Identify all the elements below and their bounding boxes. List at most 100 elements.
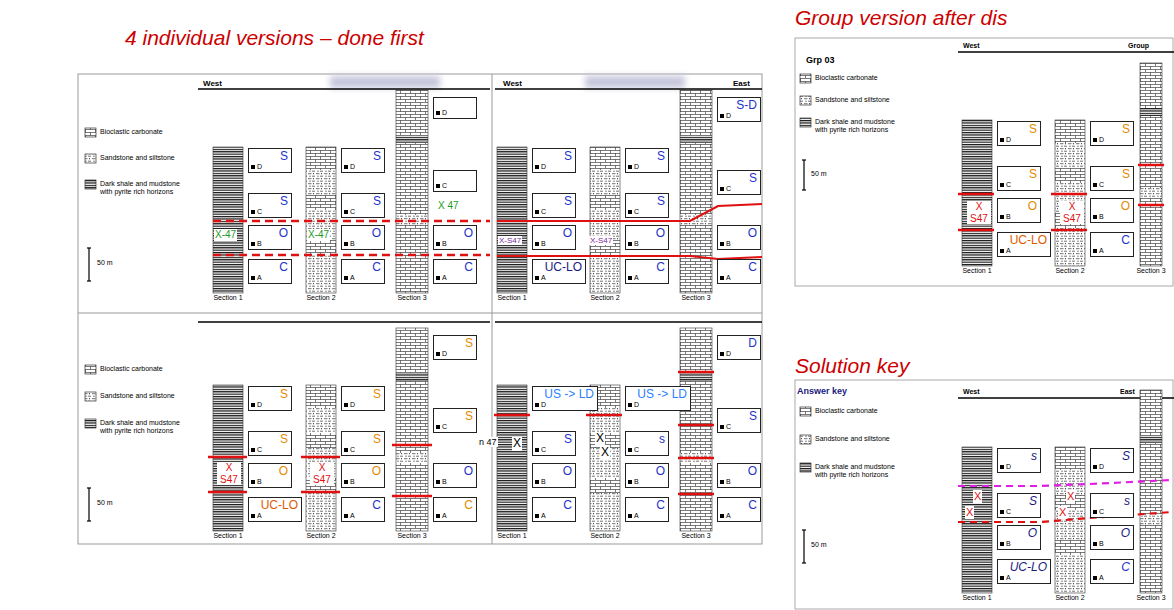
layer-box: SC (341, 193, 385, 218)
annotation-label: Section 3 (397, 532, 426, 540)
annotation-label: East (733, 79, 750, 88)
annotation-label: Group (1128, 42, 1149, 50)
sample-square (1093, 249, 1097, 253)
annotation-label: X-S47 (498, 236, 522, 245)
mixed-column-band (590, 147, 620, 170)
sample-square (628, 210, 632, 214)
layer-box: CA (1090, 232, 1134, 257)
mixed-column-band (1055, 555, 1085, 593)
sample-square (251, 165, 255, 169)
layer-box: SD (1090, 448, 1134, 473)
layer-box: SD (341, 386, 385, 411)
sample-square (535, 514, 539, 518)
layer-box: SD (248, 386, 292, 411)
correlation-line (494, 414, 530, 417)
layer-marker-row: D (251, 401, 262, 409)
sample-square (436, 242, 440, 246)
legend-text: Dark shale and mudstone with pyrite rich… (815, 463, 907, 479)
layer-box: OB (717, 225, 761, 250)
legend-text: Dark shale and mudstone with pyrite rich… (100, 180, 192, 196)
layer-letter: A (350, 512, 355, 520)
interpretation-note: C (464, 261, 473, 274)
annotation-label: Answer key (797, 386, 847, 396)
layer-letter: C (257, 446, 262, 454)
sample-square (628, 514, 632, 518)
scale-bar (803, 530, 804, 563)
layer-marker-row: A (1093, 247, 1104, 255)
carbonate-column (396, 328, 428, 531)
interpretation-note: O (1028, 527, 1037, 540)
interpretation-note: S (280, 388, 288, 401)
sample-square (628, 480, 632, 484)
layer-letter: A (442, 274, 447, 282)
layer-marker-row: A (251, 274, 262, 282)
sample-square (436, 184, 440, 188)
layer-letter: D (726, 112, 731, 120)
layer-marker-row: D (436, 350, 447, 358)
layer-marker-row: A (1093, 574, 1104, 582)
panel-separator (78, 313, 762, 314)
interpretation-note: C (1121, 561, 1130, 574)
carbonate-column-band (680, 373, 712, 381)
layer-box: CA (717, 497, 761, 522)
layer-letter: C (1099, 508, 1104, 516)
legend-text: Sandstone and siltstone (815, 96, 907, 104)
layer-letter: C (726, 423, 731, 431)
mixed-column-band (1055, 228, 1085, 266)
annotation-label: West (203, 79, 222, 88)
layer-letter: D (541, 401, 546, 409)
layer-box: sC (1090, 493, 1134, 518)
interpretation-note: S (373, 195, 381, 208)
layer-marker-row: C (1093, 508, 1104, 516)
legend-swatch (800, 118, 811, 127)
layer-letter: D (634, 401, 639, 409)
legend-swatch (800, 463, 811, 472)
layer-letter: B (541, 478, 546, 486)
legend-swatch (85, 365, 96, 374)
layer-letter: B (1006, 213, 1011, 221)
layer-box: OB (997, 198, 1041, 223)
header-line (495, 321, 762, 323)
interpretation-note: S (657, 195, 665, 208)
interpretation-note: C (656, 261, 665, 274)
carbonate-column-band (1140, 188, 1162, 198)
layer-box: OB (717, 463, 761, 488)
correlation-line (392, 444, 432, 447)
layer-marker-row: C (344, 208, 355, 216)
interpretation-note: UC-LO (1010, 234, 1047, 247)
correlation-line (301, 491, 340, 494)
interpretation-note: O (656, 227, 665, 240)
layer-box: OB (433, 463, 477, 488)
layer-marker-row: C (720, 185, 731, 193)
annotation-label: Section 1 (213, 294, 242, 302)
mixed-column-band (590, 493, 620, 531)
carbonate-column-band (1140, 435, 1162, 443)
sample-square (628, 448, 632, 452)
scale-tick (802, 562, 806, 563)
annotation-label: Section 3 (681, 532, 710, 540)
header-line (198, 321, 490, 323)
carbonate-column (680, 328, 712, 531)
legend-swatch (800, 435, 811, 444)
layer-marker-row: D (535, 163, 546, 171)
layer-letter: C (350, 208, 355, 216)
annotation-label: 50 m (97, 499, 113, 507)
interpretation-note: S (564, 150, 572, 163)
annotation-label: X (595, 432, 605, 446)
sample-square (344, 242, 348, 246)
interpretation-note: O (279, 465, 288, 478)
annotation-label: Section 2 (590, 532, 619, 540)
carbonate-column (680, 90, 712, 293)
layer-marker-row: A (251, 512, 262, 520)
sample-square (251, 480, 255, 484)
sample-square (720, 114, 724, 118)
layer-marker-row: A (1000, 574, 1011, 582)
layer-marker-row: D (720, 112, 731, 120)
layer-marker-row: C (436, 423, 447, 431)
interpretation-note: C (372, 261, 381, 274)
correlation-line (958, 480, 1172, 486)
column-outline (396, 328, 428, 531)
correlation-line (678, 371, 714, 374)
layer-marker-row: C (344, 446, 355, 454)
mixed-column-band (306, 385, 336, 408)
